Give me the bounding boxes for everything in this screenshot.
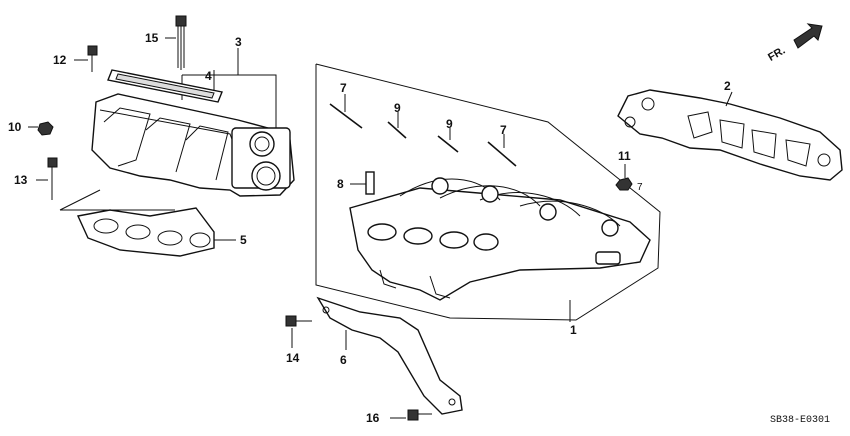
- leader-2: [725, 91, 733, 107]
- callout-7-small: 7: [637, 182, 643, 193]
- callout-4: 4: [205, 69, 212, 83]
- callout-7-left: 7: [340, 81, 347, 95]
- bolt-16: [390, 409, 432, 421]
- gasket-4: [107, 69, 223, 103]
- callout-10: 10: [8, 120, 22, 134]
- callout-11: 11: [618, 149, 631, 163]
- direction-label: FR.: [766, 45, 787, 64]
- callout-15: 15: [145, 31, 159, 45]
- gasket-2: [617, 89, 843, 181]
- lower-manifold-1: [349, 177, 651, 301]
- fitting-8: [350, 171, 375, 195]
- callout-2: 2: [724, 79, 731, 93]
- gasket-5: [76, 207, 236, 257]
- bolt-15: [165, 15, 187, 70]
- callout-6: 6: [340, 353, 347, 367]
- callout-1: 1: [570, 323, 577, 337]
- callout-9-right: 9: [446, 117, 453, 131]
- diagram-code: SB38-E0301: [770, 415, 830, 426]
- callout-8: 8: [337, 177, 344, 191]
- stud-7-right: [487, 134, 517, 167]
- callout-14: 14: [286, 351, 300, 365]
- front-direction-icon: FR.: [766, 23, 823, 64]
- bracket-6: [316, 296, 463, 415]
- stud-9-right: [437, 128, 459, 153]
- callout-12: 12: [53, 53, 67, 67]
- stud-9-left: [387, 112, 407, 139]
- callout-7-right: 7: [500, 123, 507, 137]
- callout-13: 13: [14, 173, 28, 187]
- callout-9-left: 9: [394, 101, 401, 115]
- nut-10: [28, 121, 54, 136]
- callout-16: 16: [366, 411, 380, 425]
- assembly-boundary: [315, 63, 661, 321]
- stud-7-left: [329, 94, 363, 129]
- nut-11: [615, 164, 633, 191]
- upper-manifold-3: [91, 93, 295, 197]
- bolt-13: [36, 157, 58, 200]
- bolt-12: [74, 45, 98, 72]
- callout-3: 3: [235, 35, 242, 49]
- bolt-14: [285, 315, 312, 348]
- callout-5: 5: [240, 233, 247, 247]
